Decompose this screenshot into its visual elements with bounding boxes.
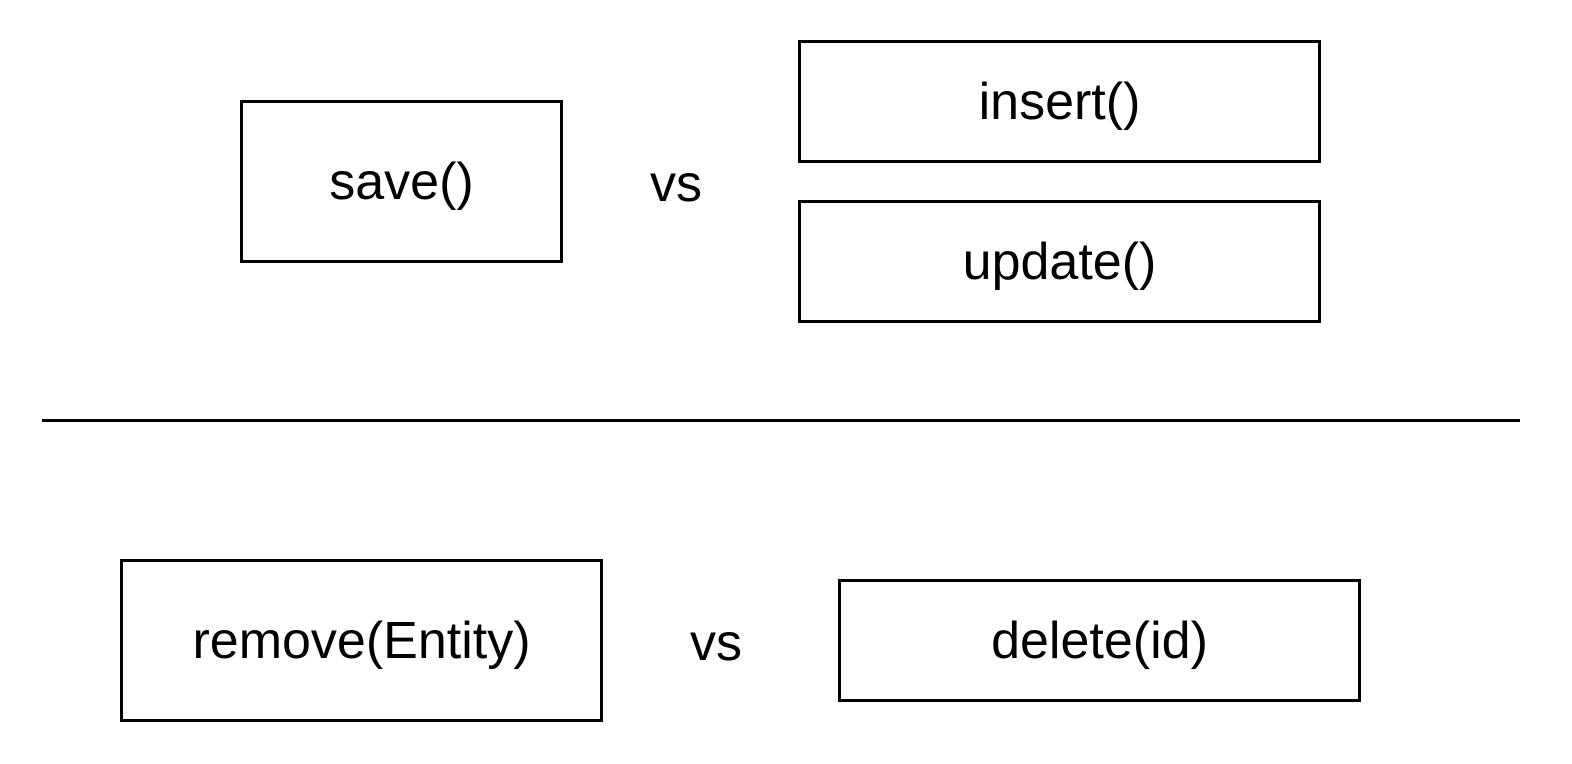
save-method-box: save() [240,100,563,263]
delete-method-label: delete(id) [991,611,1208,670]
insert-method-label: insert() [978,72,1141,131]
section-divider [42,419,1520,422]
save-method-label: save() [329,152,474,211]
vs-label-bottom: vs [690,614,742,672]
update-method-label: update() [962,232,1157,291]
update-method-box: update() [798,200,1321,323]
remove-method-label: remove(Entity) [192,611,531,670]
vs-label-top: vs [650,155,702,213]
insert-method-box: insert() [798,40,1321,163]
remove-method-box: remove(Entity) [120,559,603,722]
delete-method-box: delete(id) [838,579,1361,702]
